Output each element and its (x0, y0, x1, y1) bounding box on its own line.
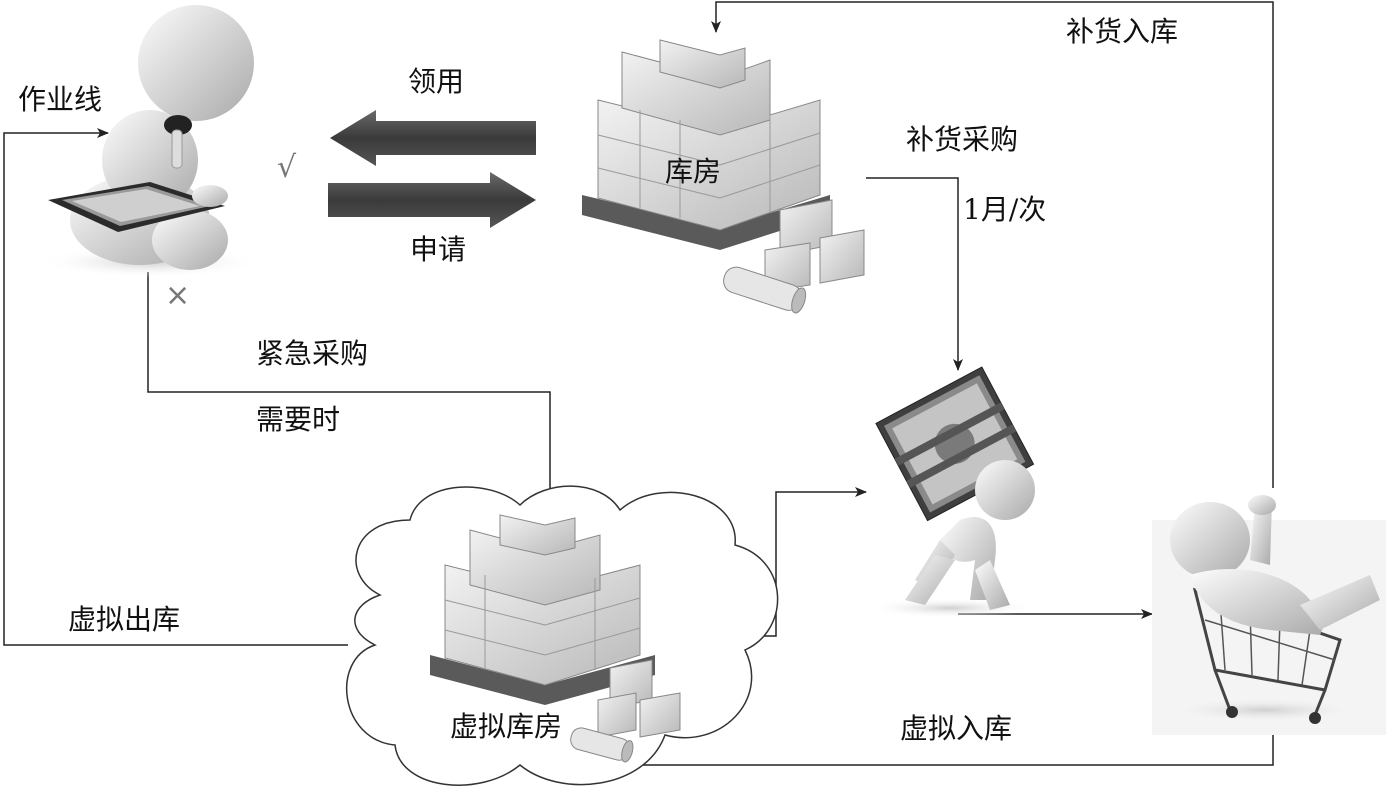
purchaser-figure (865, 366, 1035, 618)
apply-label: 申请 (410, 233, 467, 266)
cross-mark: × (165, 278, 191, 313)
replenish-purchase-line (866, 177, 963, 371)
virtual-warehouse-label: 虚拟库房 (450, 710, 563, 743)
production-line-label: 作业线 (18, 83, 103, 116)
worker-figure (40, 5, 260, 278)
virtual-stock-in-label: 虚拟入库 (900, 712, 1013, 745)
warehouse-label: 库房 (665, 155, 722, 188)
shopper-figure (1152, 495, 1386, 735)
check-mark: √ (277, 150, 297, 185)
collect-label: 领用 (408, 65, 465, 98)
replenish-stock-in-label: 补货入库 (1066, 15, 1179, 48)
virtual-stock-in-line (561, 732, 1274, 770)
urgent-purchase-line (147, 272, 555, 504)
urgent-purchase-label: 紧急采购 (256, 337, 369, 370)
replenish-stock-in-line (711, 1, 1274, 488)
when-needed-label: 需要时 (256, 403, 341, 436)
virtual-warehouse-figure (345, 485, 779, 786)
replenish-purchase-label: 补货采购 (906, 123, 1019, 156)
frequency-label: 1月/次 (963, 193, 1047, 226)
virtual-stock-out-label: 虚拟出库 (68, 603, 181, 636)
collect-arrow (330, 110, 536, 166)
warehouse-figure (582, 39, 865, 314)
apply-arrow (328, 172, 536, 228)
virtual-stock-out-line (3, 128, 348, 646)
